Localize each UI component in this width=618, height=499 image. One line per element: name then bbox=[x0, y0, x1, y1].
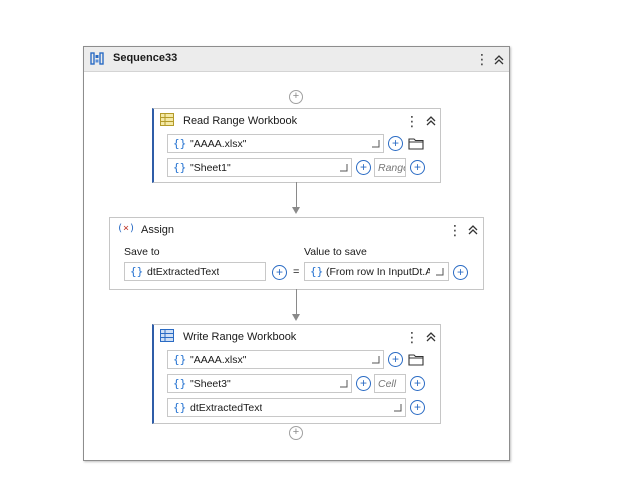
read-range-collapse-icon[interactable] bbox=[424, 114, 438, 128]
read-range-title: Read Range Workbook bbox=[183, 115, 298, 127]
write-range-header[interactable]: Write Range Workbook ⋮ bbox=[154, 325, 440, 349]
save-to-field[interactable]: {} dtExtractedText bbox=[124, 262, 266, 281]
expand-editor-icon[interactable] bbox=[435, 267, 444, 276]
value-to-save-field[interactable]: {} (From row In InputDt.A bbox=[304, 262, 449, 281]
folder-browse-icon[interactable] bbox=[408, 353, 424, 366]
assign-title: Assign bbox=[141, 224, 175, 236]
expression-braces-icon: {} bbox=[310, 265, 324, 278]
workbook-path-value: "AAAA.xlsx" bbox=[190, 138, 247, 150]
cell-field[interactable]: Cell bbox=[374, 374, 406, 393]
connector-arrow-icon bbox=[292, 207, 300, 214]
read-range-sheet-field[interactable]: {} "Sheet1" bbox=[167, 158, 352, 177]
write-range-collapse-icon[interactable] bbox=[424, 330, 438, 344]
expression-braces-icon: {} bbox=[130, 265, 144, 278]
expand-editor-icon[interactable] bbox=[371, 139, 380, 148]
excel-write-icon bbox=[160, 329, 174, 342]
datatable-value: dtExtractedText bbox=[190, 402, 263, 414]
sequence-header[interactable]: Sequence33 ⋮ bbox=[84, 47, 509, 72]
sequence-title: Sequence33 bbox=[113, 52, 178, 64]
read-range-more-icon[interactable]: ⋮ bbox=[405, 113, 419, 129]
save-to-label: Save to bbox=[124, 246, 160, 258]
expression-braces-icon: {} bbox=[173, 401, 187, 414]
sheet-add-icon[interactable]: + bbox=[356, 160, 371, 175]
connector-line bbox=[296, 182, 297, 207]
workbook-path-value: "AAAA.xlsx" bbox=[190, 354, 247, 366]
cell-add-icon[interactable]: + bbox=[410, 376, 425, 391]
write-range-sheet-field[interactable]: {} "Sheet3" bbox=[167, 374, 352, 393]
expand-editor-icon[interactable] bbox=[371, 355, 380, 364]
read-range-workbook-path-field[interactable]: {} "AAAA.xlsx" bbox=[167, 134, 384, 153]
folder-browse-icon[interactable] bbox=[408, 137, 424, 150]
value-to-save-label: Value to save bbox=[304, 246, 367, 258]
excel-read-icon bbox=[160, 113, 174, 126]
expression-braces-icon: {} bbox=[173, 161, 187, 174]
connector-line bbox=[296, 289, 297, 314]
expression-braces-icon: {} bbox=[173, 137, 187, 150]
datatable-add-icon[interactable]: + bbox=[410, 400, 425, 415]
expression-braces-icon: {} bbox=[173, 377, 187, 390]
sheet-add-icon[interactable]: + bbox=[356, 376, 371, 391]
assign-more-icon[interactable]: ⋮ bbox=[448, 222, 462, 238]
connector-arrow-icon bbox=[292, 314, 300, 321]
expand-editor-icon[interactable] bbox=[393, 403, 402, 412]
save-to-value: dtExtractedText bbox=[147, 266, 220, 278]
sequence-collapse-icon[interactable] bbox=[492, 53, 506, 67]
add-activity-top-icon[interactable]: + bbox=[289, 90, 303, 104]
workbook-path-add-icon[interactable]: + bbox=[388, 136, 403, 151]
write-range-workbook-activity[interactable]: Write Range Workbook ⋮ {} "AAAA.xlsx" + … bbox=[152, 324, 441, 424]
read-range-workbook-activity[interactable]: Read Range Workbook ⋮ {} "AAAA.xlsx" + {… bbox=[152, 108, 441, 183]
add-activity-bottom-icon[interactable]: + bbox=[289, 426, 303, 440]
sequence-container[interactable]: Sequence33 ⋮ + Read Range Workbook ⋮ {} bbox=[83, 46, 510, 461]
sequence-more-icon[interactable]: ⋮ bbox=[475, 51, 489, 67]
sequence-icon bbox=[90, 52, 104, 65]
sheet-name-value: "Sheet1" bbox=[190, 162, 231, 174]
expand-editor-icon[interactable] bbox=[339, 163, 348, 172]
assign-header[interactable]: (×) Assign ⋮ bbox=[110, 218, 483, 242]
write-range-title: Write Range Workbook bbox=[183, 331, 297, 343]
expand-editor-icon[interactable] bbox=[339, 379, 348, 388]
equals-sign: = bbox=[293, 266, 300, 278]
write-range-workbook-path-field[interactable]: {} "AAAA.xlsx" bbox=[167, 350, 384, 369]
sheet-name-value: "Sheet3" bbox=[190, 378, 231, 390]
assign-collapse-icon[interactable] bbox=[466, 223, 480, 237]
write-range-datatable-field[interactable]: {} dtExtractedText bbox=[167, 398, 406, 417]
read-range-header[interactable]: Read Range Workbook ⋮ bbox=[154, 109, 440, 133]
value-add-icon[interactable]: + bbox=[453, 265, 468, 280]
assign-icon: (×) bbox=[117, 223, 136, 234]
range-add-icon[interactable]: + bbox=[410, 160, 425, 175]
range-field[interactable]: Range bbox=[374, 158, 406, 177]
workbook-path-add-icon[interactable]: + bbox=[388, 352, 403, 367]
save-to-add-icon[interactable]: + bbox=[272, 265, 287, 280]
value-expression: (From row In InputDt.A bbox=[326, 266, 430, 278]
expression-braces-icon: {} bbox=[173, 353, 187, 366]
assign-activity[interactable]: (×) Assign ⋮ Save to Value to save {} dt… bbox=[109, 217, 484, 290]
write-range-more-icon[interactable]: ⋮ bbox=[405, 329, 419, 345]
